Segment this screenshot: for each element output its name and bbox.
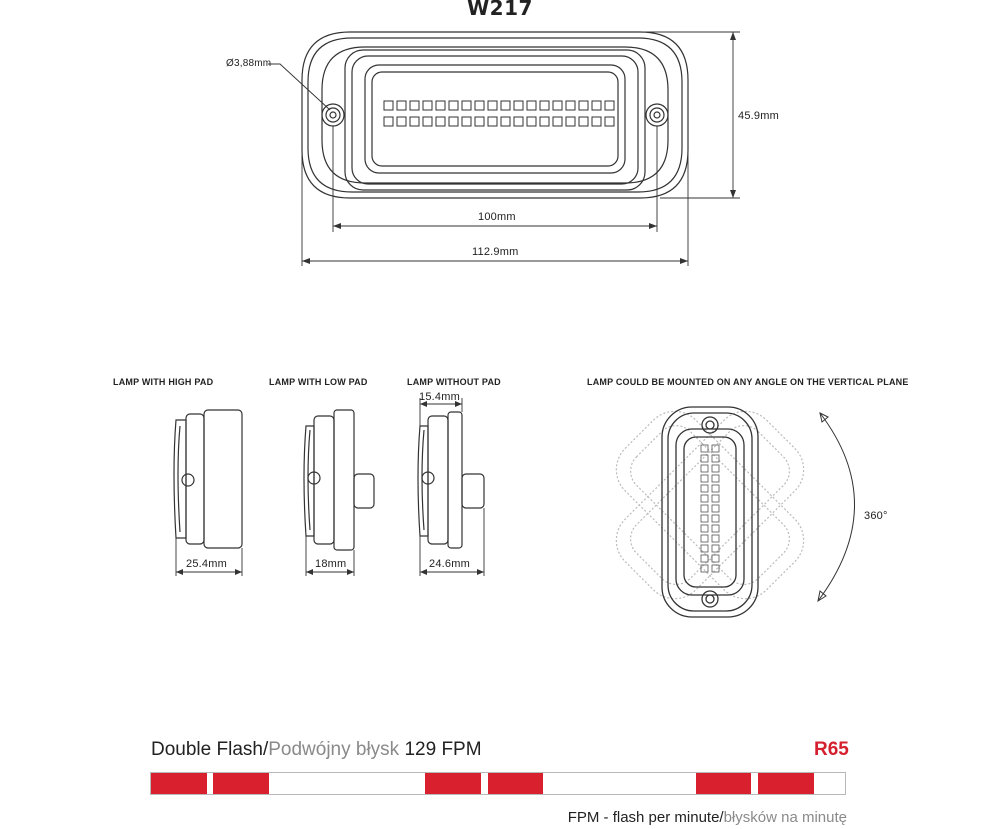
side-views-drawing (173, 398, 485, 576)
rotated-led-matrix (700, 444, 720, 573)
side-view-label-low: LAMP WITH LOW PAD (269, 377, 368, 387)
inner-width-dim: 100mm (478, 211, 516, 223)
flash-title-rate: 129 FPM (399, 739, 482, 760)
screw-hole-right (645, 103, 669, 127)
rotation-drawing (615, 406, 855, 618)
led-row-bottom (383, 116, 615, 127)
flash-title-alt: Podwójny błysk (268, 739, 400, 760)
flash-on-segment (487, 773, 544, 794)
no-pad-top-dim: 15.4mm (419, 391, 460, 403)
flash-on-segment (151, 773, 207, 794)
total-width-dim: 112.9mm (472, 246, 519, 258)
flash-pattern-bar (150, 772, 846, 795)
lamp-high-pad (173, 409, 243, 549)
led-row-top (383, 100, 615, 111)
fpm-note: FPM - flash per minute/błysków na minutę (568, 809, 847, 826)
low-pad-dim: 18mm (315, 558, 347, 570)
rotation-arc (817, 412, 855, 602)
rotation-angle: 360° (864, 510, 888, 522)
flash-title-main: Double Flash/ (151, 739, 269, 760)
high-pad-dim: 25.4mm (186, 558, 227, 570)
flash-pattern-title: Double Flash/Podwójny błysk 129 FPM (151, 739, 482, 761)
flash-on-segment (758, 773, 814, 794)
flash-on-segment (425, 773, 481, 794)
r65-badge: R65 (814, 739, 849, 760)
product-code: W217 (467, 0, 533, 20)
fpm-note-alt: błysków na minutę (723, 809, 847, 826)
screw-hole-left (321, 103, 345, 127)
fpm-note-main: FPM - flash per minute/ (567, 809, 724, 826)
lamp-low-pad (303, 409, 375, 551)
height-dim: 45.9mm (738, 110, 779, 122)
hole-diameter-dim: Ø3,88mm (226, 58, 272, 69)
rotation-label: LAMP COULD BE MOUNTED ON ANY ANGLE ON TH… (587, 377, 909, 387)
flash-on-segment (213, 773, 269, 794)
flash-on-segment (695, 773, 752, 794)
side-view-label-high: LAMP WITH HIGH PAD (113, 377, 214, 387)
side-view-label-none: LAMP WITHOUT PAD (407, 377, 501, 387)
lamp-no-pad (417, 411, 485, 549)
rotated-lamp (661, 406, 759, 618)
no-pad-dim: 24.6mm (429, 558, 470, 570)
top-view-drawing (268, 31, 740, 266)
